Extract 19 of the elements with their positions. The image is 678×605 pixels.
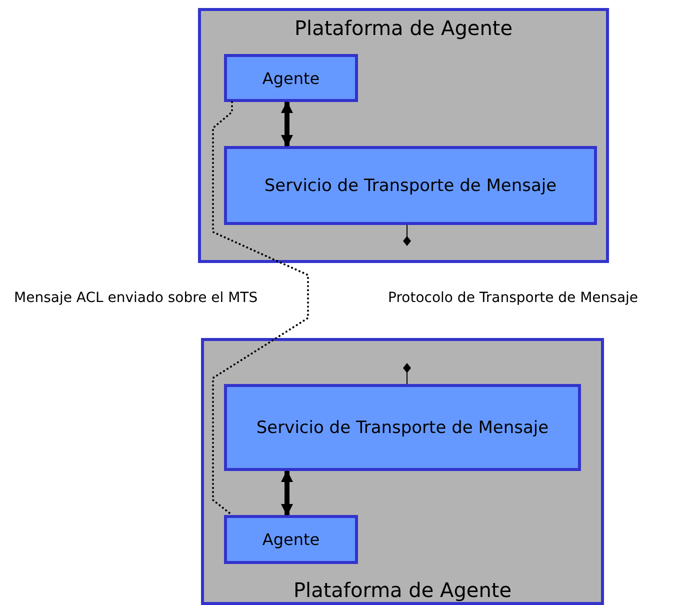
box-label: Servicio de Transporte de Mensaje bbox=[264, 176, 557, 196]
platform-panel bbox=[198, 8, 609, 263]
text-label: Protocolo de Transporte de Mensaje bbox=[388, 290, 638, 306]
double-arrow bbox=[281, 470, 293, 516]
platform-panel bbox=[201, 338, 604, 605]
process-box bbox=[224, 384, 581, 471]
panel-title: Plataforma de Agente bbox=[293, 17, 514, 40]
edge-label: Mensaje ACL enviado sobre el MTS bbox=[14, 290, 258, 306]
diamond-connector bbox=[403, 363, 411, 384]
box-label: Servicio de Transporte de Mensaje bbox=[256, 418, 549, 438]
process-box bbox=[224, 54, 358, 102]
diamond-connector bbox=[403, 224, 411, 246]
dotted-line bbox=[212, 101, 309, 516]
double-arrow bbox=[281, 101, 293, 147]
panel-title: Plataforma de Agente bbox=[292, 579, 513, 602]
box-label: Agente bbox=[262, 68, 320, 88]
box-label: Agente bbox=[262, 530, 320, 549]
process-box bbox=[224, 146, 597, 225]
process-box bbox=[224, 515, 358, 564]
